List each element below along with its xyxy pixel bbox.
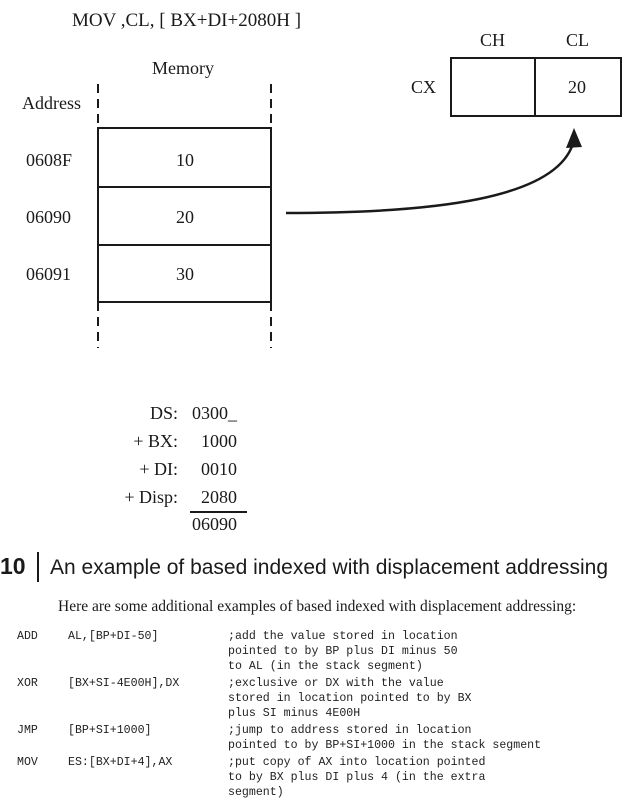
code-comment: segment) — [228, 786, 284, 799]
instruction-text: MOV ,CL, [ BX+DI+2080H ] — [72, 10, 302, 31]
code-comment: pointed to by BP plus DI minus 50 — [228, 645, 458, 658]
memory-address: 06091 — [26, 264, 71, 284]
calc-value: 1000 — [201, 431, 237, 451]
code-comment: to by BX plus DI plus 4 (in the extra — [228, 771, 486, 784]
code-op: JMP — [17, 724, 38, 737]
calc-label: + DI: — [139, 459, 178, 479]
ch-label: CH — [480, 30, 506, 50]
memory-cells-box — [97, 127, 272, 303]
calc-label: DS: — [149, 403, 178, 423]
code-op: XOR — [17, 677, 38, 690]
code-args: ES:[BX+DI+4],AX — [68, 756, 173, 769]
code-args: [BX+SI-4E00H],DX — [68, 677, 180, 690]
code-args: AL,[BP+DI-50] — [68, 630, 159, 643]
memory-address: 0608F — [26, 150, 73, 170]
memory-value: 20 — [176, 207, 194, 227]
calc-value: 0010 — [201, 459, 237, 479]
memory-label: Memory — [152, 58, 214, 78]
code-op: ADD — [17, 630, 38, 643]
code-args: [BP+SI+1000] — [68, 724, 152, 737]
arrow-head-icon — [566, 128, 582, 148]
code-op: MOV — [17, 756, 38, 769]
calc-value: 2080 — [201, 487, 237, 507]
cx-label: CX — [411, 77, 437, 97]
memory-value: 30 — [176, 264, 194, 284]
code-comment: to AL (in the stack segment) — [228, 660, 423, 673]
figure-title: An example of based indexed with displac… — [50, 556, 609, 579]
cl-label: CL — [566, 30, 590, 50]
calc-value: 0300_ — [192, 403, 237, 423]
code-comment: pointed to by BP+SI+1000 in the stack se… — [228, 739, 542, 752]
figure-separator — [37, 552, 39, 582]
code-comment: plus SI minus 4E00H — [228, 707, 361, 720]
intro-text: Here are some additional examples of bas… — [58, 598, 577, 615]
code-comment: ;add the value stored in location — [228, 630, 458, 643]
code-comment: ;exclusive or DX with the value — [228, 677, 444, 690]
memory-diagram — [97, 57, 622, 348]
code-comment: ;put copy of AX into location pointed — [228, 756, 486, 769]
calc-label: + BX: — [133, 431, 178, 451]
cl-value: 20 — [568, 77, 586, 97]
calc-result: 06090 — [192, 514, 237, 534]
calc-label: + Disp: — [124, 487, 178, 507]
memory-address: 06090 — [26, 207, 71, 227]
address-label: Address — [22, 93, 81, 113]
sum-line — [190, 511, 247, 513]
memory-value: 10 — [176, 150, 194, 170]
code-comment: stored in location pointed to by BX — [228, 692, 472, 705]
data-flow-arrow — [285, 139, 576, 215]
code-comment: ;jump to address stored in location — [228, 724, 472, 737]
figure-number: 10 — [0, 553, 26, 579]
